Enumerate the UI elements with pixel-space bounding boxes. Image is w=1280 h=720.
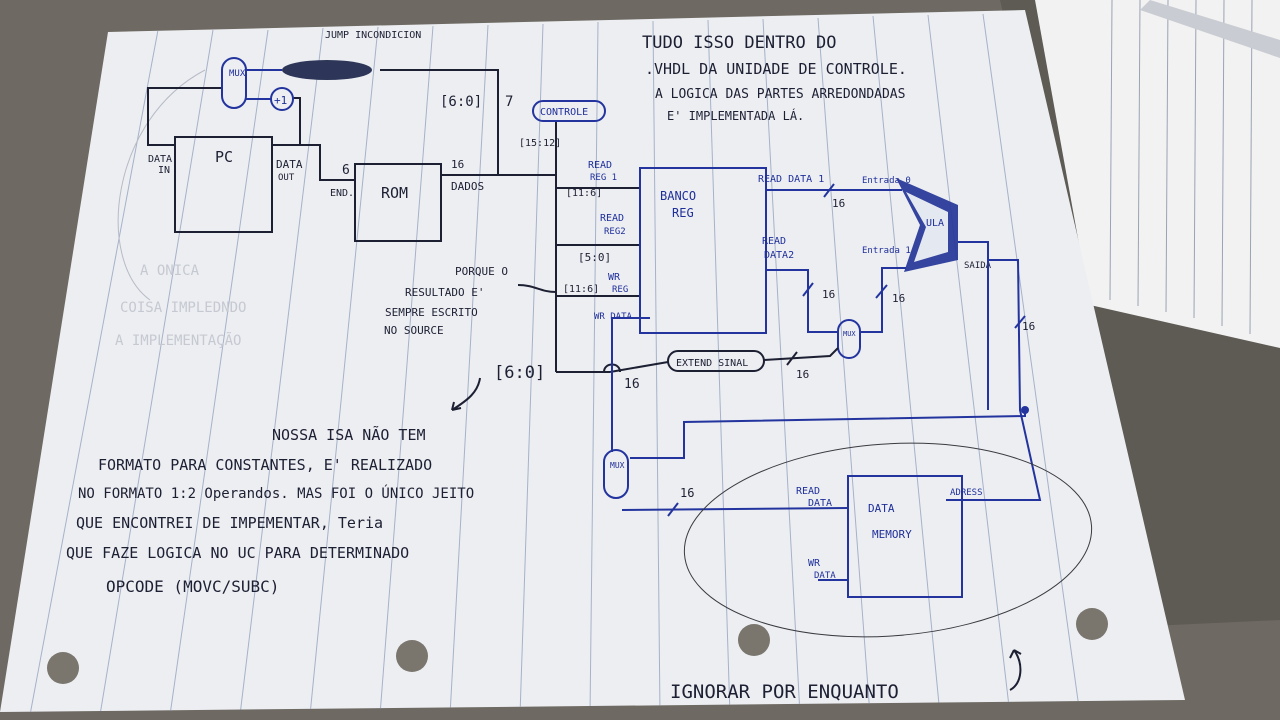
svg-text:A LOGICA DAS PARTES ARREDONDAD: A LOGICA DAS PARTES ARREDONDADAS [655, 87, 905, 102]
svg-text:MEMORY: MEMORY [872, 528, 912, 541]
svg-text:DATA: DATA [148, 154, 172, 165]
ignore-note: IGNORAR POR ENQUANTO [670, 681, 899, 703]
svg-text:NO FORMATO 1:2 Operandos. MAS: NO FORMATO 1:2 Operandos. MAS FOI O ÚNIC… [78, 484, 474, 502]
svg-text:RESULTADO E': RESULTADO E' [405, 286, 484, 299]
svg-text:WR: WR [808, 558, 821, 569]
svg-text:ADRESS: ADRESS [950, 488, 983, 498]
svg-text:DATA: DATA [868, 502, 895, 515]
jump-label: JUMP INCONDICION [325, 30, 421, 41]
svg-text:16: 16 [822, 288, 835, 301]
svg-text:16: 16 [832, 197, 845, 210]
svg-text:OUT: OUT [278, 173, 295, 183]
svg-text:READ DATA 1: READ DATA 1 [758, 174, 824, 185]
svg-text:BANCO: BANCO [660, 189, 696, 203]
svg-text:END.: END. [330, 188, 354, 199]
svg-text:16: 16 [451, 158, 464, 171]
svg-text:Entrada 1: Entrada 1 [862, 246, 911, 256]
svg-text:READ: READ [762, 236, 786, 247]
svg-text:NO SOURCE: NO SOURCE [384, 324, 444, 337]
svg-text:[5:0]: [5:0] [578, 251, 611, 264]
svg-text:OPCODE (MOVC/SUBC): OPCODE (MOVC/SUBC) [106, 577, 279, 596]
svg-text:DATA: DATA [808, 498, 832, 509]
svg-text:MUX: MUX [843, 330, 856, 338]
svg-text:READ: READ [600, 213, 624, 224]
svg-text:16: 16 [624, 377, 640, 392]
svg-text:MUX: MUX [229, 69, 246, 79]
pc-label: PC [215, 148, 233, 166]
rom-label: ROM [381, 184, 408, 202]
svg-text:16: 16 [892, 292, 905, 305]
svg-text:16: 16 [680, 486, 694, 500]
svg-text:16: 16 [796, 368, 809, 381]
svg-text:NOSSA ISA NÃO TEM: NOSSA ISA NÃO TEM [272, 425, 426, 444]
svg-text:ULA: ULA [926, 218, 944, 229]
svg-text:EXTEND SINAL: EXTEND SINAL [676, 358, 748, 369]
svg-text:QUE FAZE LOGICA NO UC PARA DET: QUE FAZE LOGICA NO UC PARA DETERMINADO [66, 544, 409, 562]
svg-text:DATA: DATA [276, 158, 303, 171]
svg-text:CONTROLE: CONTROLE [540, 107, 588, 118]
svg-text:7: 7 [505, 94, 513, 110]
svg-text:REG: REG [612, 285, 628, 295]
svg-text:REG: REG [672, 206, 694, 220]
svg-text:SEMPRE ESCRITO: SEMPRE ESCRITO [385, 306, 478, 319]
svg-text:[11:6]: [11:6] [566, 188, 602, 199]
svg-text:DADOS: DADOS [451, 180, 484, 193]
svg-text:MUX: MUX [610, 461, 625, 470]
svg-text:REG 1: REG 1 [590, 173, 617, 183]
svg-text:READ: READ [796, 486, 820, 497]
svg-text:[15:12]: [15:12] [519, 138, 561, 149]
svg-text:REG2: REG2 [604, 227, 626, 237]
svg-text:6: 6 [342, 163, 350, 178]
svg-text:.VHDL DA UNIDADE DE CONTROLE.: .VHDL DA UNIDADE DE CONTROLE. [645, 60, 907, 78]
svg-text:A IMPLEMENTAÇÃO: A IMPLEMENTAÇÃO [115, 332, 241, 349]
jump-oval [282, 60, 372, 80]
svg-text:E' IMPLEMENTADA LÁ.: E' IMPLEMENTADA LÁ. [667, 108, 804, 123]
svg-text:READ: READ [588, 160, 612, 171]
svg-text:TUDO ISSO DENTRO DO: TUDO ISSO DENTRO DO [642, 33, 836, 53]
svg-text:[6:0]: [6:0] [494, 363, 545, 383]
svg-text:WR: WR [608, 272, 621, 283]
svg-text:FORMATO PARA CONSTANTES, E' RE: FORMATO PARA CONSTANTES, E' REALIZADO [98, 456, 432, 474]
svg-text:A ONICA: A ONICA [140, 263, 200, 279]
svg-text:PORQUE O: PORQUE O [455, 265, 508, 278]
paper-sheet [0, 10, 1185, 712]
svg-text:[6:0]: [6:0] [440, 94, 482, 110]
svg-text:QUE ENCONTREI DE IMPEMENTAR, T: QUE ENCONTREI DE IMPEMENTAR, Teria [76, 514, 383, 532]
svg-text:IN: IN [158, 165, 170, 176]
svg-text:COISA IMPLEDNDO: COISA IMPLEDNDO [120, 300, 246, 316]
svg-text:16: 16 [1022, 320, 1035, 333]
svg-text:[11:6]: [11:6] [563, 284, 599, 295]
svg-text:+1: +1 [274, 94, 287, 107]
svg-text:DATA2: DATA2 [764, 250, 794, 261]
